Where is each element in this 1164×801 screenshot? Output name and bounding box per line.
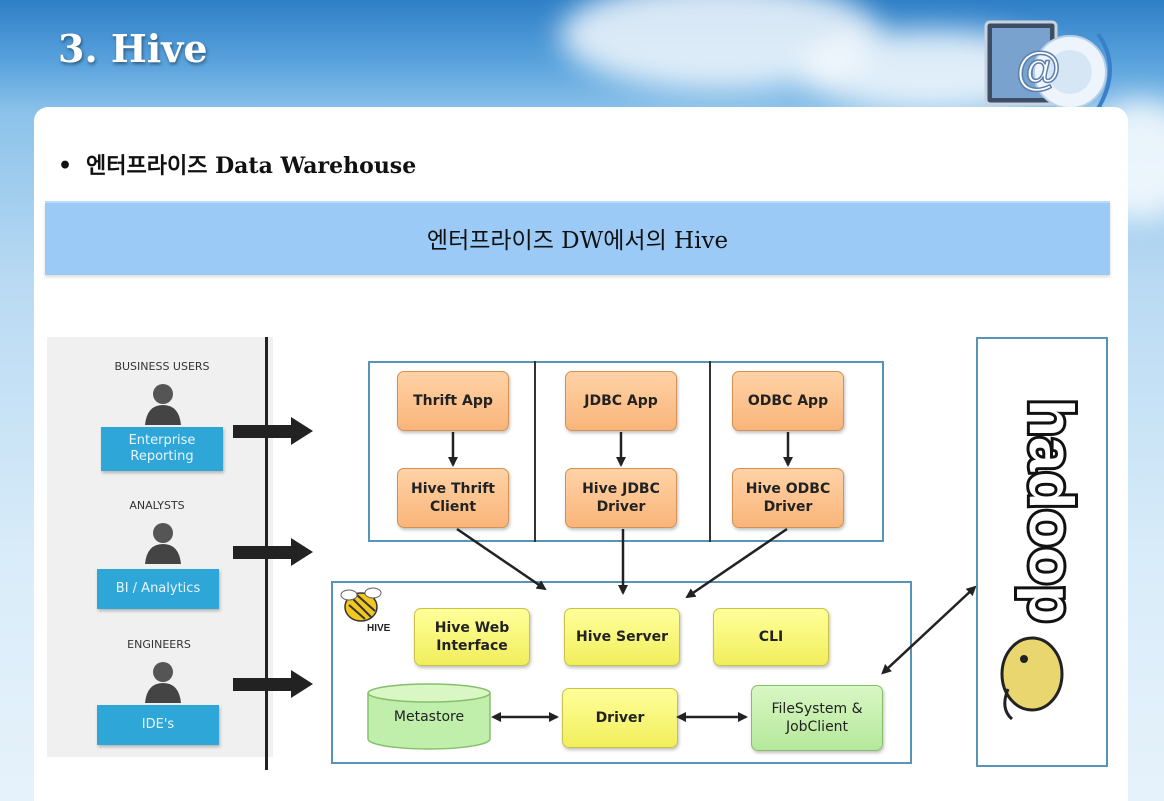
metastore-cylinder <box>367 683 491 750</box>
metastore-label: Metastore <box>393 709 465 725</box>
hadoop-logo-text: hadoop <box>1016 399 1085 623</box>
engineer-icon <box>145 662 181 703</box>
role-label-analysts: ANALYSTS <box>129 499 185 512</box>
hive-server-box: Hive Server <box>564 608 680 666</box>
role-label-business-users: BUSINESS USERS <box>114 360 210 373</box>
hive-bee-logo-icon: HIVE <box>340 587 391 633</box>
section-banner: 엔터프라이즈 DW에서의 Hive <box>45 201 1110 275</box>
role-arrow <box>233 417 313 445</box>
hive-logo-text: HIVE <box>367 623 391 633</box>
analyst-icon <box>145 523 181 564</box>
cli-box: CLI <box>713 608 829 666</box>
column-separator <box>534 361 536 542</box>
thrift-app-box: Thrift App <box>397 371 509 431</box>
bi-analytics-button[interactable]: BI / Analytics <box>97 569 219 609</box>
hive-architecture-diagram: BUSINESS USERS Enterprise Reporting ANAL… <box>47 337 1111 770</box>
column-separator <box>709 361 711 542</box>
monitor-globe-icon: @ <box>984 20 1112 118</box>
hive-web-interface-box: Hive Web Interface <box>414 608 530 666</box>
jdbc-app-box: JDBC App <box>565 371 677 431</box>
role-label-engineers: ENGINEERS <box>127 638 191 651</box>
ides-button[interactable]: IDE's <box>97 705 219 745</box>
bullet-text: 엔터프라이즈 Data Warehouse <box>86 153 417 179</box>
hive-thrift-client-box: Hive Thrift Client <box>397 468 509 528</box>
driver-box: Driver <box>562 688 678 748</box>
hadoop-box: hadoop <box>976 337 1108 767</box>
filesystem-jobclient-box: FileSystem & JobClient <box>751 685 883 751</box>
bullet-marker: • <box>58 153 73 179</box>
odbc-app-box: ODBC App <box>732 371 844 431</box>
business-user-icon <box>145 384 181 425</box>
hive-odbc-driver-box: Hive ODBC Driver <box>732 468 844 528</box>
enterprise-reporting-button[interactable]: Enterprise Reporting <box>101 427 223 471</box>
slide-title: 3. Hive <box>58 26 208 71</box>
hadoop-logo-icon: hadoop <box>1000 396 1088 721</box>
role-arrow <box>233 670 313 698</box>
role-arrow <box>233 538 313 566</box>
bullet-item: • 엔터프라이즈 Data Warehouse <box>58 148 416 180</box>
hive-jdbc-driver-box: Hive JDBC Driver <box>565 468 677 528</box>
connection-arrows <box>233 417 977 722</box>
svg-text:@: @ <box>1016 42 1061 94</box>
banner-title: 엔터프라이즈 DW에서의 Hive <box>426 228 729 254</box>
